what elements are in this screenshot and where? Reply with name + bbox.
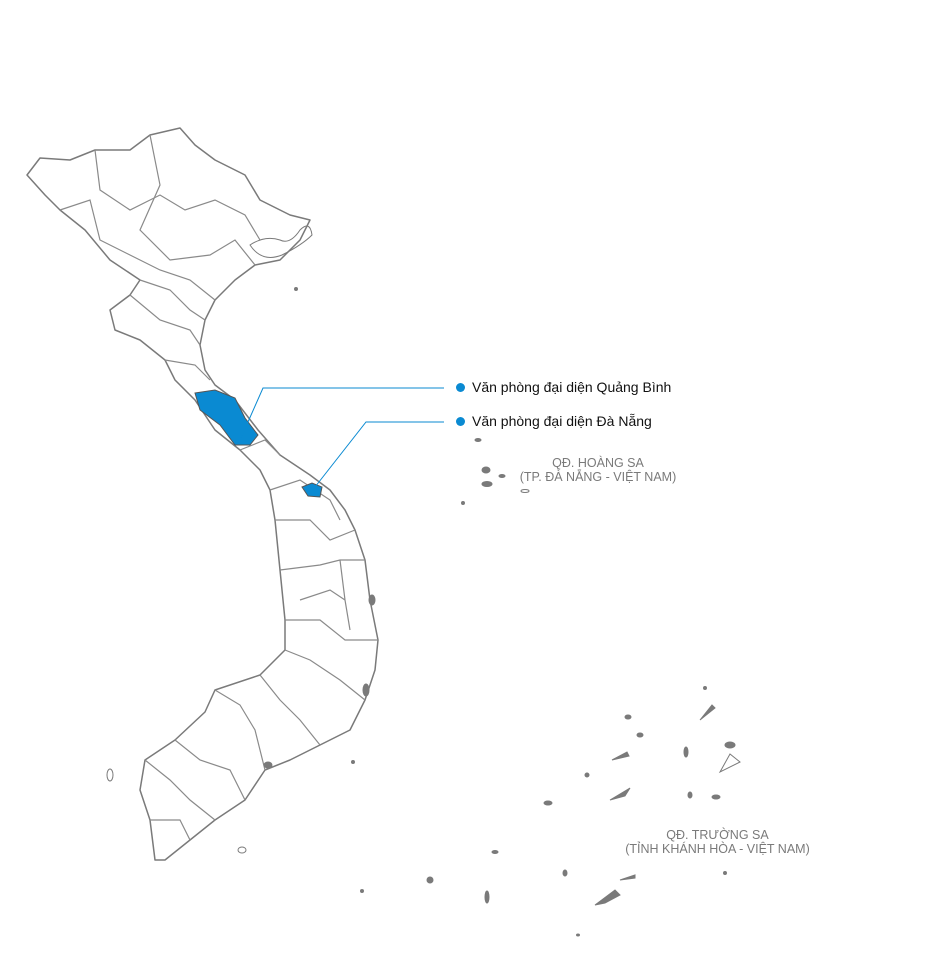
marker-dot-icon — [456, 416, 465, 426]
leader-line-quang-binh — [239, 387, 444, 441]
province-quang-binh[interactable] — [194, 389, 259, 446]
archipelago-hoang-sa: QĐ. HOÀNG SA (TP. ĐÀ NẴNG - VIỆT NAM) — [508, 456, 688, 484]
country-outline — [26, 127, 379, 861]
legend-da-nang[interactable]: Văn phòng đại diện Đà Nẵng — [456, 413, 652, 429]
archipelago-name: QĐ. HOÀNG SA — [552, 456, 644, 470]
legend-quang-binh[interactable]: Văn phòng đại diện Quảng Bình — [456, 379, 671, 395]
leader-line-da-nang — [314, 421, 444, 488]
office-label: Văn phòng đại diện Đà Nẵng — [472, 413, 652, 429]
archipelago-name: QĐ. TRƯỜNG SA — [666, 828, 769, 842]
marker-dot-icon — [456, 382, 465, 392]
archipelago-sub: (TỈNH KHÁNH HÒA - VIỆT NAM) — [625, 842, 810, 856]
archipelago-truong-sa: QĐ. TRƯỜNG SA (TỈNH KHÁNH HÒA - VIỆT NAM… — [610, 828, 825, 856]
office-label: Văn phòng đại diện Quảng Bình — [472, 379, 672, 395]
islands — [106, 225, 741, 937]
city-da-nang[interactable] — [301, 482, 323, 498]
province-borders — [59, 134, 378, 841]
archipelago-sub: (TP. ĐÀ NẴNG - VIỆT NAM) — [519, 470, 677, 484]
